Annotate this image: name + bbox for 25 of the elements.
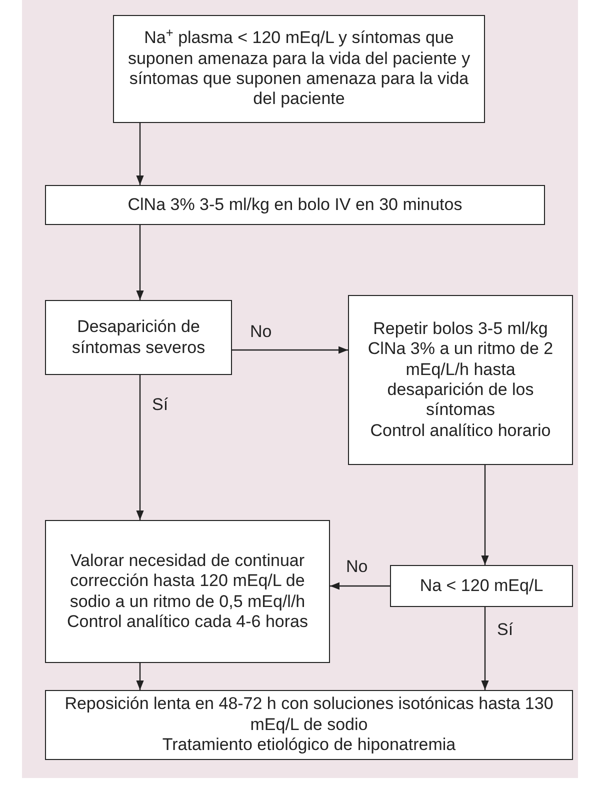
arrow	[136, 375, 144, 520]
process-box	[45, 300, 232, 375]
box-text: Na$^{+}$ plasma < 120 mEq/L y síntomas que suponen amenaza para la vida del paciente y síntomas que suponen amenaza para la vida del paciente	[126, 28, 472, 110]
box-text: ClNa 3% 3-5 ml/kg en bolo IV en 30 minutos	[128, 194, 462, 216]
arrow	[481, 465, 489, 565]
arrow	[136, 663, 144, 690]
process-box	[45, 520, 330, 663]
process-box	[390, 565, 573, 607]
arrow	[136, 225, 144, 300]
box-text: Na < 120 mEq/L	[420, 576, 544, 596]
box-text: Repetir bolos 3-5 ml/kg ClNa 3% a un ritmo de 2 mEq/L/h hasta desaparición de los síntomas	[366, 318, 554, 421]
box-text: Control analítico cada 4-6 horas	[67, 612, 308, 632]
box-text: Reposición lenta en 48-72 h con soluciones isotónicas hasta 130 mEq/L de sodio	[64, 694, 554, 736]
arrow	[136, 123, 144, 185]
process-box	[113, 15, 485, 123]
box-text: Control analítico horario	[370, 420, 551, 442]
process-box	[348, 295, 573, 465]
box-text: Tratamiento etiológico de hiponatremia	[162, 735, 456, 756]
process-box	[45, 185, 545, 225]
arrow	[330, 582, 390, 590]
arrow	[232, 346, 348, 354]
process-box	[45, 690, 573, 760]
arrow	[481, 607, 489, 690]
box-text: Valorar necesidad de continuar corrección hasta 120 mEq/L de sodio a un ritmo de 0,5 mEq/l/h	[68, 550, 306, 612]
box-text: Desaparición de síntomas severos	[70, 317, 206, 358]
